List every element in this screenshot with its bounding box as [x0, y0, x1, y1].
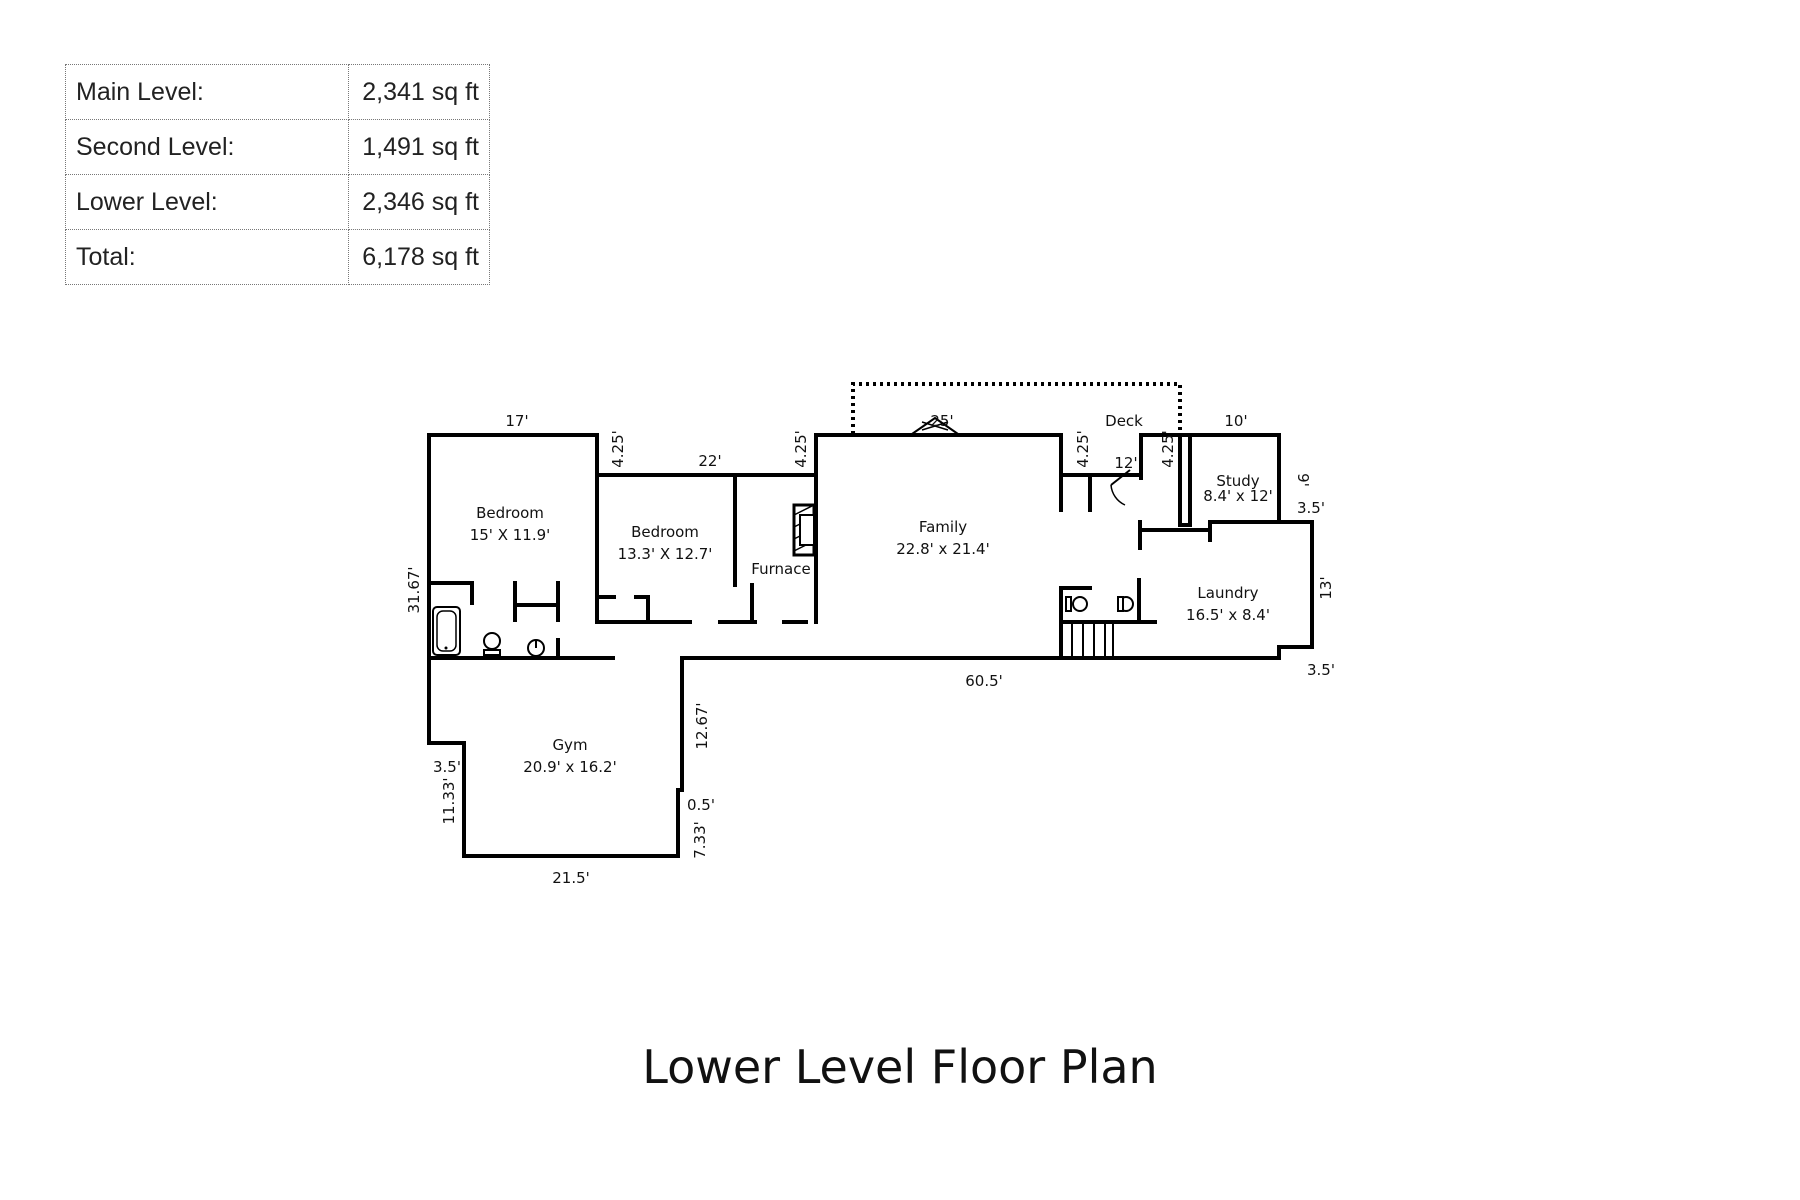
- room-name-study: Study: [1216, 472, 1259, 490]
- dimension-label: 22': [698, 452, 721, 470]
- fireplace-icon: [792, 503, 816, 557]
- area-summary-table: Main Level: 2,341 sq ft Second Level: 1,…: [65, 64, 490, 285]
- room-name-gym: Gym: [552, 736, 587, 754]
- dimension-label: 3.5': [433, 758, 461, 776]
- dimension-label: 13': [1317, 576, 1335, 599]
- row-label: Main Level:: [65, 64, 349, 120]
- room-dims-bedroom-1: 15' X 11.9': [470, 526, 551, 544]
- dimension-label: 31.67': [405, 566, 423, 613]
- toilet-icon: [1117, 596, 1134, 612]
- room-name-deck: Deck: [1105, 412, 1143, 430]
- table-row: Total: 6,178 sq ft: [65, 229, 490, 285]
- dimension-label: 10': [1224, 412, 1247, 430]
- swing-door-icon: [1110, 469, 1131, 506]
- row-label: Total:: [65, 229, 349, 285]
- bathtub-icon: [432, 606, 461, 656]
- dimension-label: 4.25': [1159, 430, 1177, 468]
- stairs-icon: [1060, 621, 1114, 659]
- interior-walls: [427, 473, 1281, 660]
- dimension-label: 11.33': [440, 777, 458, 824]
- room-name-bedroom-1: Bedroom: [476, 504, 544, 522]
- dimension-label: 21.5': [552, 869, 590, 887]
- deck-outline: [851, 382, 1182, 434]
- dimension-label: 60.5': [965, 672, 1003, 690]
- row-label: Second Level:: [65, 119, 349, 175]
- room-dims-study: 8.4' x 12': [1203, 487, 1273, 505]
- sliding-door-icon: [911, 416, 959, 435]
- room-name-bedroom-2: Bedroom: [631, 523, 699, 541]
- room-dims-family: 22.8' x 21.4': [896, 540, 989, 558]
- room-dims-gym: 20.9' x 16.2': [523, 758, 616, 776]
- dimension-label: 4.25': [609, 430, 627, 468]
- room-name-furnace: Furnace: [751, 560, 810, 578]
- dimension-label: 12': [1114, 454, 1137, 472]
- dimension-label: 4.25': [1074, 430, 1092, 468]
- dimension-label: 7.33': [691, 821, 709, 859]
- room-dims-laundry: 16.5' x 8.4': [1186, 606, 1270, 624]
- dimension-label: 3.5': [1307, 661, 1335, 679]
- row-value: 6,178 sq ft: [348, 229, 490, 285]
- exterior-walls: [427, 433, 1314, 858]
- dimension-label: 0.5': [687, 796, 715, 814]
- dimension-label: 3.5': [1297, 499, 1325, 517]
- bath-toilet-icon: [1065, 596, 1088, 612]
- table-row: Main Level: 2,341 sq ft: [65, 64, 490, 120]
- dimension-label: 25': [930, 412, 953, 430]
- room-name-family: Family: [919, 518, 967, 536]
- dimension-label: 12.67': [693, 702, 711, 749]
- sink-icon: [527, 639, 545, 657]
- room-name-laundry: Laundry: [1197, 584, 1258, 602]
- dimension-label: 17': [505, 412, 528, 430]
- row-value: 2,346 sq ft: [348, 174, 490, 230]
- dimension-label: 4.25': [792, 430, 810, 468]
- page-title: Lower Level Floor Plan: [642, 1040, 1158, 1094]
- row-value: 2,341 sq ft: [348, 64, 490, 120]
- room-dims-bedroom-2: 13.3' X 12.7': [618, 545, 713, 563]
- toilet-icon: [483, 632, 501, 656]
- dimension-label: 9': [1294, 473, 1312, 487]
